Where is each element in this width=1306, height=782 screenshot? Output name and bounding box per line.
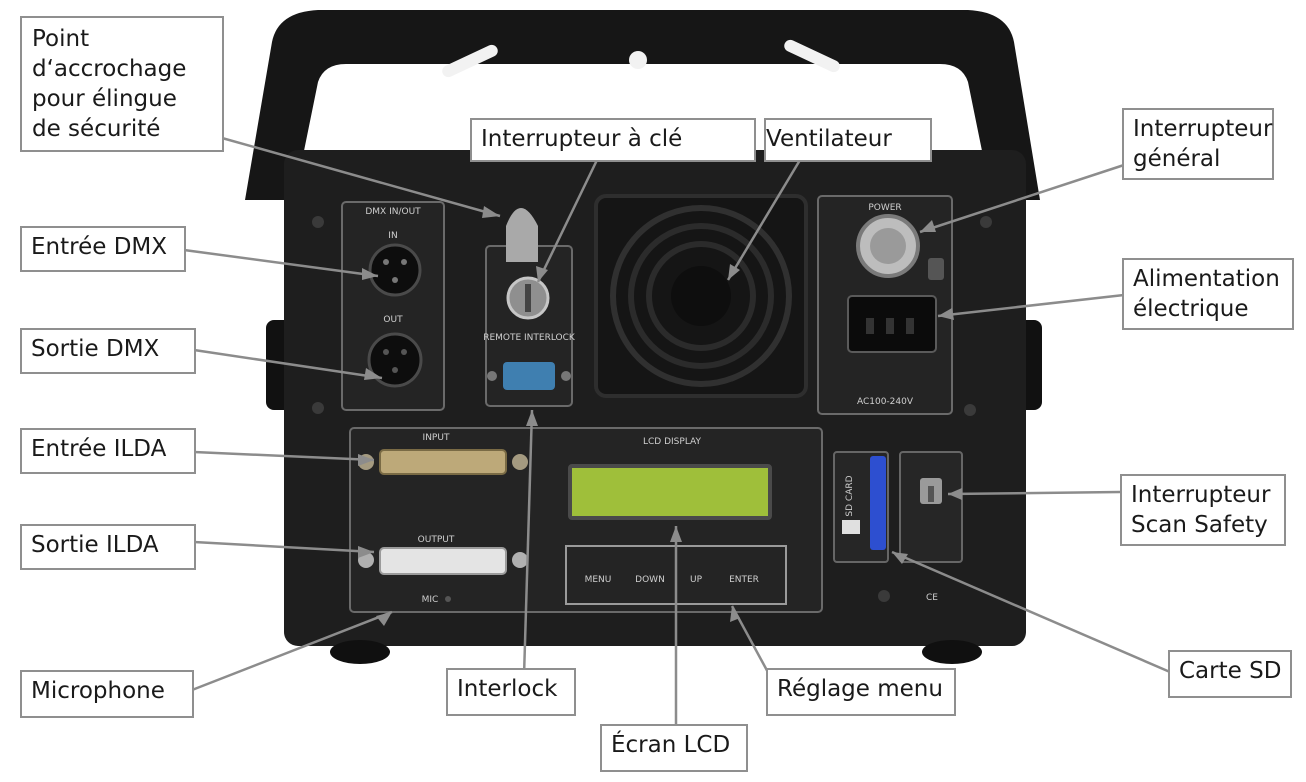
label-interrupteur-general: Interrupteur général [1122, 108, 1274, 180]
label-entree-dmx-text: Entrée DMX [31, 234, 168, 260]
ilda-output-label: OUTPUT [418, 535, 455, 545]
up-button[interactable]: UP [690, 575, 703, 585]
label-interrupteur-scan-line2: Scan Safety [1131, 512, 1268, 538]
label-carte-sd-text: Carte SD [1179, 658, 1282, 684]
fuse-holder [928, 258, 944, 280]
ilda-output-connector [379, 547, 507, 575]
label-alimentation-line2: électrique [1133, 296, 1249, 322]
ilda-input-connector [379, 449, 507, 475]
lcd-screen [568, 464, 772, 520]
leader-arrowheads [358, 206, 962, 626]
power-rating-label: AC100-240V [857, 397, 914, 407]
label-ecran-lcd-text: Écran LCD [611, 732, 731, 758]
leader-lines [183, 136, 1171, 726]
label-interrupteur-cle: Interrupteur à clé [470, 118, 756, 162]
dmx-in-label: IN [388, 231, 397, 241]
label-entree-ilda: Entrée ILDA [20, 428, 196, 474]
label-interrupteur-scan: Interrupteur Scan Safety [1120, 474, 1286, 546]
sd-card-label: SD CARD [845, 475, 855, 516]
label-alimentation: Alimentation électrique [1122, 258, 1294, 330]
label-point-accrochage-line2: d‘accrochage [32, 56, 187, 82]
ce-mark: CE [926, 593, 938, 603]
label-sortie-ilda: Sortie ILDA [20, 524, 196, 570]
enter-button[interactable]: ENTER [729, 575, 759, 585]
menu-button[interactable]: MENU [585, 575, 612, 585]
safety-hook-point [506, 208, 538, 262]
label-alimentation-line1: Alimentation [1133, 266, 1280, 292]
label-point-accrochage-line4: de sécurité [32, 116, 161, 142]
label-interrupteur-general-line2: général [1133, 146, 1221, 172]
label-entree-dmx: Entrée DMX [20, 226, 186, 272]
label-interrupteur-general-line1: Interrupteur [1133, 116, 1273, 142]
lcd-display-label: LCD DISPLAY [643, 437, 701, 447]
label-interrupteur-cle-text: Interrupteur à clé [481, 126, 683, 152]
label-interlock: Interlock [446, 668, 576, 716]
bracket-hole [629, 51, 647, 69]
label-point-accrochage: Point d‘accrochage pour élingue de sécur… [20, 16, 224, 152]
label-microphone: Microphone [20, 670, 194, 718]
foot-right [922, 640, 982, 664]
label-point-accrochage-line3: pour élingue [32, 86, 177, 112]
power-label: POWER [868, 203, 901, 213]
dmx-panel-label: DMX IN/OUT [365, 207, 421, 217]
microphone-hole [445, 596, 451, 602]
mounting-bracket [245, 10, 1040, 200]
db9-interlock [503, 362, 555, 390]
scan-safety-panel [899, 451, 963, 563]
label-ventilateur: Ventilateur [764, 118, 932, 162]
label-point-accrochage-line1: Point [32, 26, 90, 52]
label-reglage-menu: Réglage menu [766, 668, 956, 716]
mic-label: MIC [422, 595, 439, 605]
down-button[interactable]: DOWN [635, 575, 665, 585]
dmx-out-connector [367, 332, 423, 388]
dmx-out-label: OUT [383, 315, 403, 325]
dmx-in-connector [368, 243, 422, 297]
label-interrupteur-scan-line1: Interrupteur [1131, 482, 1271, 508]
bracket-slot-left [442, 44, 498, 78]
bracket-slot-right [784, 39, 840, 73]
label-interlock-text: Interlock [457, 676, 558, 702]
label-entree-ilda-text: Entrée ILDA [31, 436, 167, 462]
label-sortie-ilda-text: Sortie ILDA [31, 532, 159, 558]
sd-card-slot [870, 456, 886, 550]
label-ecran-lcd: Écran LCD [600, 724, 748, 772]
label-microphone-text: Microphone [31, 678, 165, 704]
label-ventilateur-text: Ventilateur [766, 126, 892, 152]
remote-interlock-label: REMOTE INTERLOCK [483, 333, 576, 343]
ilda-input-label: INPUT [423, 433, 450, 443]
label-sortie-dmx: Sortie DMX [20, 328, 196, 374]
label-carte-sd: Carte SD [1168, 650, 1292, 698]
foot-left [330, 640, 390, 664]
label-reglage-menu-text: Réglage menu [777, 676, 943, 702]
label-sortie-dmx-text: Sortie DMX [31, 336, 160, 362]
